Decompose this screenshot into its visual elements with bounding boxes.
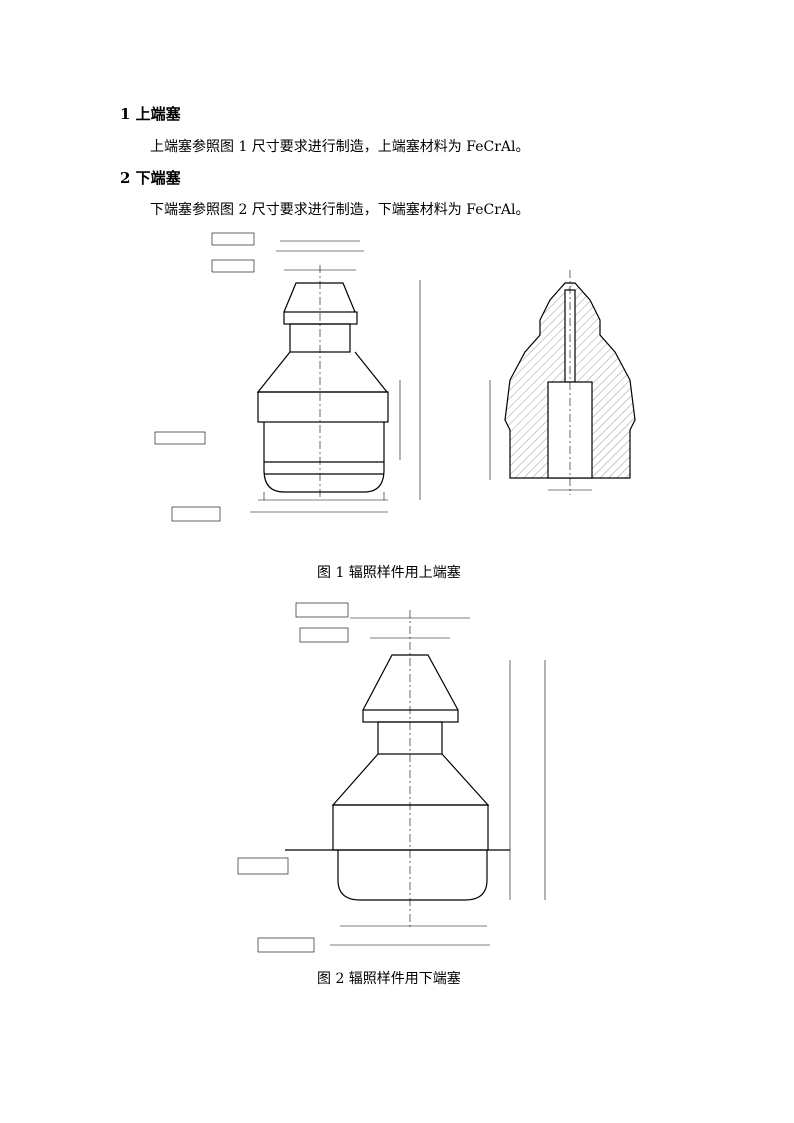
figure-1-caption: 图 1 辐照样件用上端塞 — [317, 565, 461, 581]
figure-1-right-section — [489, 270, 636, 495]
figure-2-dimension-lines — [237, 602, 546, 953]
section-2-heading: 2 下端塞 — [120, 169, 181, 187]
lower-end-plug-profile — [285, 654, 510, 901]
section-2-body: 下端塞参照图 2 尺寸要求进行制造，下端塞材料为 FeCrAl。 — [150, 202, 530, 218]
section-1-heading: 1 上端塞 — [120, 105, 181, 123]
section-1-body: 上端塞参照图 1 尺寸要求进行制造，上端塞材料为 FeCrAl。 — [150, 139, 530, 155]
figure-1-dimension-lines — [154, 232, 421, 522]
figure-2-caption: 图 2 辐照样件用下端塞 — [317, 971, 461, 987]
